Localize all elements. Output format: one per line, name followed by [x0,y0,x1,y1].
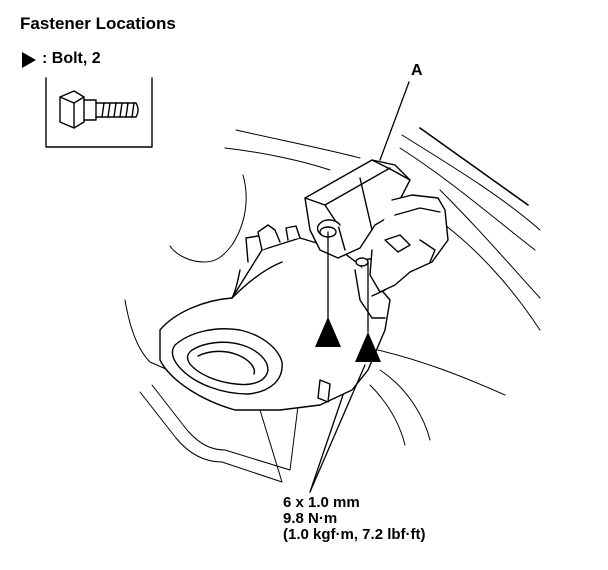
spec-torque-alt: (1.0 kgf·m, 7.2 lbf·ft) [283,526,426,543]
part-a-cover [304,159,449,293]
page-title: Fastener Locations [20,14,176,33]
vehicle-body-lines [124,127,541,483]
spec-size: 6 x 1.0 mm [283,494,360,511]
bolt-legend-box [45,77,153,148]
callout-label-a: A [411,62,423,79]
bolt-markers [315,317,381,362]
torque-spec: 6 x 1.0 mm 9.8 N·m (1.0 kgf·m, 7.2 lbf·f… [283,495,426,543]
bolt-marker-right-icon [355,332,381,362]
bolt-icon [59,90,139,129]
leader-lines [309,81,410,493]
legend-label: : Bolt, 2 [42,50,101,67]
spec-torque-nm: 9.8 N·m [283,510,338,527]
bolt-holes [319,226,369,267]
bracket-assembly [159,224,391,411]
bolt-marker-left-icon [315,317,341,347]
triangle-icon [22,52,36,68]
